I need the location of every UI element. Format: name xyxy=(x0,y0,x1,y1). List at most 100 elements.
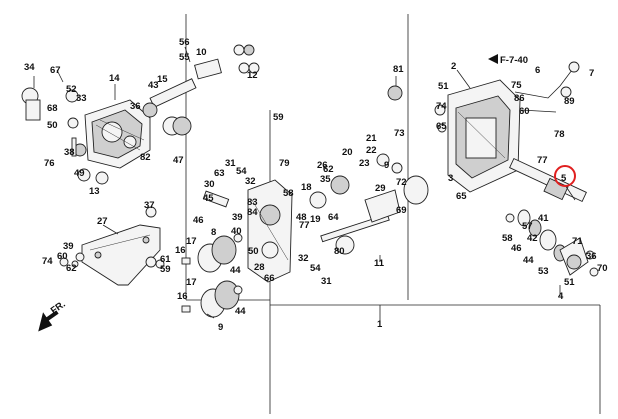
label: 80 xyxy=(334,246,345,257)
label: 44 xyxy=(230,265,241,276)
label: 46 xyxy=(511,243,522,254)
label: 89 xyxy=(564,96,575,107)
part-number-labels: 34 67 14 52 33 68 50 76 38 49 13 56 10 5… xyxy=(24,37,608,333)
fr-arrow-icon xyxy=(38,310,59,332)
label: 59 xyxy=(273,112,284,123)
label: 61 xyxy=(160,254,171,265)
label: 16 xyxy=(175,245,186,256)
label: 51 xyxy=(438,81,449,92)
label: 64 xyxy=(328,212,339,223)
shift-shaft-parts xyxy=(142,44,260,136)
label: 2 xyxy=(451,61,456,72)
label: 35 xyxy=(320,174,331,185)
label: 73 xyxy=(394,128,405,139)
highlight-circle xyxy=(554,165,576,187)
label: 67 xyxy=(50,65,61,76)
label: 28 xyxy=(254,262,265,273)
mainshaft-5 xyxy=(509,157,587,203)
label: 62 xyxy=(66,263,77,274)
label: 54 xyxy=(236,166,247,177)
label: 53 xyxy=(538,266,549,277)
label: 81 xyxy=(393,64,404,75)
label: 12 xyxy=(247,70,258,81)
label: 17 xyxy=(186,277,197,288)
label: 70 xyxy=(597,263,608,274)
bracket-27 xyxy=(81,224,161,286)
label: 38 xyxy=(64,147,75,158)
label: 69 xyxy=(396,205,407,216)
label: 42 xyxy=(527,233,538,244)
label: 16 xyxy=(177,291,188,302)
label: 54 xyxy=(310,263,321,274)
label: 60 xyxy=(57,251,68,262)
label: 14 xyxy=(109,73,120,84)
label: 5 xyxy=(561,173,567,184)
right-upper-linkage xyxy=(514,61,580,113)
label: 66 xyxy=(264,273,275,284)
label: 59 xyxy=(160,264,171,275)
label: 77 xyxy=(299,220,310,231)
label: 20 xyxy=(342,147,353,158)
label: 68 xyxy=(47,103,58,114)
label: 22 xyxy=(366,145,377,156)
label: 1 xyxy=(377,319,383,330)
label: 71 xyxy=(572,236,583,247)
callout-ref-text: F-7-40 xyxy=(500,55,528,66)
label: 13 xyxy=(89,186,100,197)
label: 9 xyxy=(384,160,389,171)
label: 72 xyxy=(396,177,407,188)
label: 58 xyxy=(283,188,294,199)
label: 50 xyxy=(248,246,259,257)
label: 30 xyxy=(204,179,215,190)
label: 44 xyxy=(523,255,534,266)
label: 39 xyxy=(232,212,243,223)
label: 15 xyxy=(157,74,168,85)
section-ref-callout: F-7-40 xyxy=(488,54,528,66)
label: 6 xyxy=(535,65,540,76)
label: 51 xyxy=(564,277,575,288)
label: 76 xyxy=(44,158,55,169)
label: 43 xyxy=(148,80,159,91)
bracket-27-hardware xyxy=(59,206,165,269)
label: 21 xyxy=(366,133,377,144)
label: 10 xyxy=(196,47,207,58)
label: 55 xyxy=(179,52,190,63)
leader-lines xyxy=(33,46,576,319)
label: 48 xyxy=(296,212,307,223)
label: 82 xyxy=(140,152,151,163)
label: 49 xyxy=(74,168,85,179)
label: 62 xyxy=(323,164,334,175)
label: 3 xyxy=(448,173,453,184)
label: 84 xyxy=(247,207,258,218)
label: 57 xyxy=(522,221,533,232)
label: 32 xyxy=(245,176,256,187)
label: 31 xyxy=(321,276,332,287)
label: 39 xyxy=(63,241,74,252)
label: 47 xyxy=(173,155,184,166)
label: 29 xyxy=(375,183,386,194)
label: 23 xyxy=(359,158,370,169)
label: 60 xyxy=(519,106,530,117)
label: 32 xyxy=(298,253,309,264)
label: 44 xyxy=(235,306,246,317)
label: 50 xyxy=(47,120,58,131)
center-case-parts xyxy=(181,179,293,318)
label: 52 xyxy=(66,84,77,95)
label: 7 xyxy=(589,68,594,79)
label: 45 xyxy=(203,193,214,204)
label: 18 xyxy=(301,182,312,193)
label: 11 xyxy=(374,258,385,269)
lower-right-parts xyxy=(505,209,599,277)
label: 86 xyxy=(514,93,525,104)
label: 36 xyxy=(130,101,141,112)
label: 31 xyxy=(225,158,236,169)
label: 9 xyxy=(218,322,223,333)
label: 74 xyxy=(436,101,447,112)
label: 36 xyxy=(586,251,597,262)
label: 27 xyxy=(97,216,108,227)
label: 56 xyxy=(179,37,190,48)
label: 79 xyxy=(279,158,290,169)
right-housing xyxy=(434,79,521,193)
